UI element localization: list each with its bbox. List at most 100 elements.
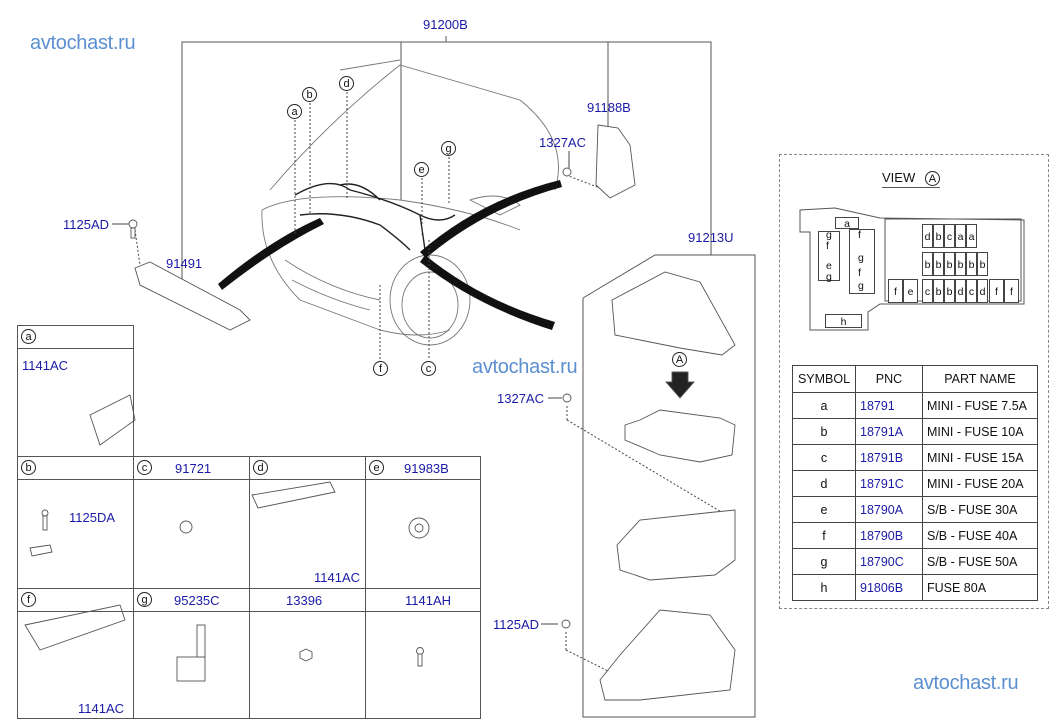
callout-g: g <box>137 592 152 607</box>
part-name-cell: FUSE 80A <box>922 574 1038 601</box>
part-label-1141AC: 1141AC <box>78 701 125 716</box>
part-label-1327AC: 1327AC <box>539 135 586 150</box>
part-name-cell: S/B - FUSE 40A <box>922 522 1038 549</box>
fuse-slot: e <box>903 279 918 303</box>
fuse-slot: b <box>933 252 944 276</box>
part-name-cell: S/B - FUSE 50A <box>922 548 1038 575</box>
fuse-slot: d <box>977 279 988 303</box>
fuse-slot: f <box>989 279 1004 303</box>
fuse-slot: c <box>966 279 977 303</box>
callout-b: b <box>302 87 317 102</box>
part-label-1125AD: 1125AD <box>63 217 110 232</box>
callout-g: g <box>441 141 456 156</box>
pnc-link[interactable]: 18790B <box>855 522 923 549</box>
part-label-1125DA: 1125DA <box>69 510 116 525</box>
car-outline <box>261 59 559 346</box>
part-label-91188B: 91188B <box>587 100 631 115</box>
detail-cell-a: a 1141AC <box>17 325 134 457</box>
fuse-slot: f <box>888 279 903 303</box>
callout-c: c <box>137 460 152 475</box>
watermark: avtochast.ru <box>30 32 136 54</box>
fuse-slot <box>818 231 840 281</box>
pnc-link[interactable]: 18791C <box>855 470 923 497</box>
callout-a: a <box>21 329 36 344</box>
fuse-slot: c <box>922 279 933 303</box>
fuse-slot: c <box>944 224 955 248</box>
fuse-slot: b <box>955 252 966 276</box>
callout-f: f <box>373 361 388 376</box>
view-a-marker: A <box>924 171 940 186</box>
part-label-91213U: 91213U <box>688 230 734 245</box>
fuse-box-frame <box>582 254 756 718</box>
part-name-cell: MINI - FUSE 15A <box>922 444 1038 471</box>
fuse-slot: a <box>966 224 977 248</box>
fuse-slot <box>849 229 875 294</box>
pnc-link[interactable]: 18790C <box>855 548 923 575</box>
symbol-cell: e <box>792 496 856 523</box>
fuse-slot: b <box>944 252 955 276</box>
view-a-title: VIEW A <box>882 170 940 188</box>
callout-e: e <box>369 460 384 475</box>
fuse-slot: a <box>835 217 859 230</box>
part-label-91491: 91491 <box>166 256 203 271</box>
part-name-cell: MINI - FUSE 7.5A <box>922 392 1038 419</box>
pnc-link[interactable]: 18791B <box>855 444 923 471</box>
part-number: 91721 <box>175 461 212 476</box>
callout-e: e <box>414 162 429 177</box>
fuse-slot: d <box>922 224 933 248</box>
symbol-cell: d <box>792 470 856 497</box>
part-number: 1141AH <box>405 593 452 608</box>
symbol-cell: h <box>792 574 856 601</box>
view-a-marker: A <box>672 352 687 367</box>
callout-c: c <box>421 361 436 376</box>
assembly-part-number: 91200B <box>423 17 468 32</box>
part-number: 95235C <box>174 593 220 608</box>
part-label-1125AD: 1125AD <box>493 617 540 632</box>
fuse-slot: b <box>944 279 955 303</box>
detail-cell-1141AH: 1141AH <box>365 588 481 719</box>
component-sketches <box>128 124 736 701</box>
callout-a: a <box>287 104 302 119</box>
symbol-cell: c <box>792 444 856 471</box>
part-name-cell: S/B - FUSE 30A <box>922 496 1038 523</box>
part-number: 91983B <box>404 461 449 476</box>
fuse-slot: b <box>922 252 933 276</box>
watermark: avtochast.ru <box>472 356 578 378</box>
fuse-label: g <box>826 229 832 241</box>
callout-d: d <box>339 76 354 91</box>
part-number: 13396 <box>286 593 323 608</box>
view-title-text: VIEW <box>882 170 916 185</box>
fuse-slot: b <box>966 252 977 276</box>
fuse-slot: a <box>955 224 966 248</box>
callout-f: f <box>21 592 36 607</box>
symbol-cell: b <box>792 418 856 445</box>
fuse-label: g <box>858 280 864 292</box>
harness-swoosh <box>218 180 562 330</box>
pnc-link[interactable]: 18791 <box>855 392 923 419</box>
fuse-label: f <box>858 229 861 241</box>
part-name-cell: MINI - FUSE 20A <box>922 470 1038 497</box>
header-symbol: SYMBOL <box>792 365 856 393</box>
fuse-slot: b <box>933 224 944 248</box>
pnc-link[interactable]: 18791A <box>855 418 923 445</box>
table-header-row: SYMBOL PNC PART NAME <box>792 365 1038 393</box>
fuse-label: f <box>826 240 829 252</box>
pnc-link[interactable]: 91806B <box>855 574 923 601</box>
pnc-link[interactable]: 18790A <box>855 496 923 523</box>
fuse-label: g <box>826 271 832 283</box>
header-pnc: PNC <box>855 365 923 393</box>
fuse-slot: b <box>977 252 988 276</box>
part-name-cell: MINI - FUSE 10A <box>922 418 1038 445</box>
wiring-harness <box>294 182 456 251</box>
watermark: avtochast.ru <box>913 672 1019 694</box>
part-label-1141AC: 1141AC <box>314 570 361 585</box>
